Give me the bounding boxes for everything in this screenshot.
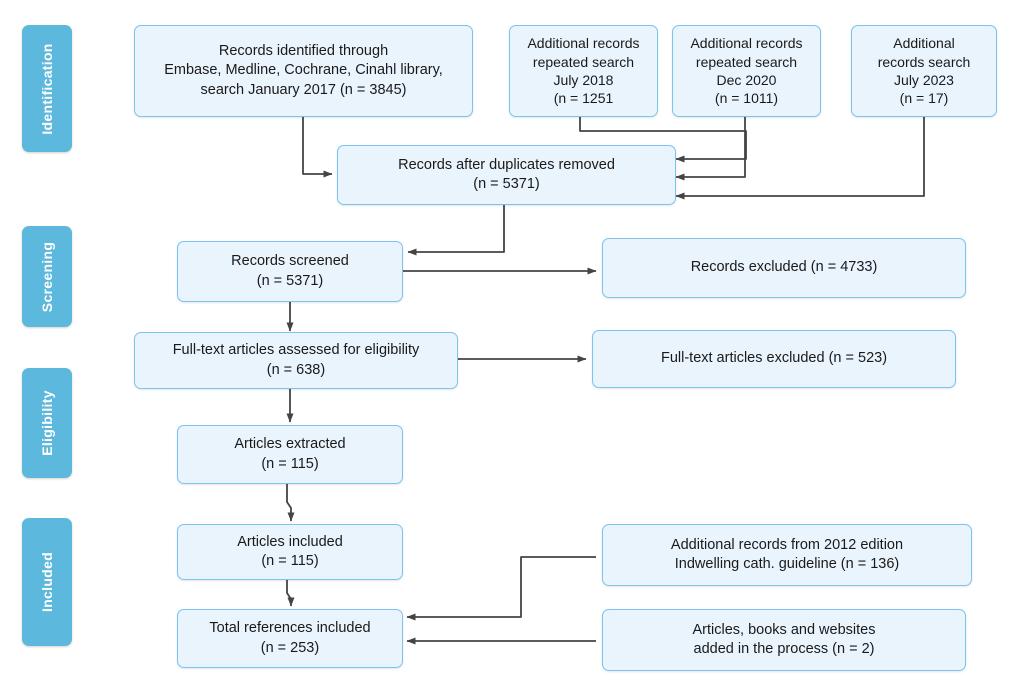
box-records-identified: Records identified through Embase, Medli… [134, 25, 473, 117]
stage-bar-screening: Screening [22, 226, 72, 327]
box-articles-included: Articles included (n = 115) [177, 524, 403, 580]
box-articles-books-websites: Articles, books and websites added in th… [602, 609, 966, 671]
edge-2023-to-duplicates [675, 117, 925, 200]
box-records-excluded-text: Records excluded (n = 4733) [690, 259, 878, 276]
box-additional-records-2023-text: Additional records search July 2023 (n =… [877, 35, 971, 107]
box-fulltext-assessed-text: Full-text articles assessed for eligibil… [172, 342, 420, 378]
box-articles-included-text: Articles included (n = 115) [237, 533, 343, 569]
box-records-screened: Records screened (n = 5371) [177, 241, 403, 302]
box-fulltext-assessed: Full-text articles assessed for eligibil… [134, 332, 458, 389]
stage-bar-eligibility: Eligibility [22, 368, 72, 478]
box-records-screened-text: Records screened (n = 5371) [231, 253, 349, 289]
box-total-references-text: Total references included (n = 253) [209, 620, 371, 656]
box-articles-books-websites-text: Articles, books and websites added in th… [692, 621, 876, 657]
box-additional-records-2020: Additional records repeated search Dec 2… [672, 25, 821, 117]
box-records-excluded: Records excluded (n = 4733) [602, 238, 966, 298]
edge-duplicates-to-screened [407, 205, 505, 256]
box-articles-extracted-text: Articles extracted (n = 115) [234, 436, 346, 472]
edge-extracted-to-included [286, 484, 295, 522]
stage-bar-identification: Identification [22, 25, 72, 152]
box-additional-records-2012-text: Additional records from 2012 edition Ind… [670, 536, 904, 572]
edge-2020-to-duplicates [675, 117, 746, 181]
box-records-identified-text: Records identified through Embase, Medli… [164, 43, 443, 98]
box-articles-extracted: Articles extracted (n = 115) [177, 425, 403, 484]
box-duplicates-removed: Records after duplicates removed (n = 53… [337, 145, 676, 205]
stage-label-identification: Identification [39, 42, 55, 135]
stage-label-screening: Screening [39, 241, 55, 312]
edge-2012-to-total [406, 556, 596, 621]
box-additional-records-2023: Additional records search July 2023 (n =… [851, 25, 997, 117]
edge-identified-to-duplicates [302, 117, 333, 178]
box-total-references: Total references included (n = 253) [177, 609, 403, 668]
box-additional-records-2018: Additional records repeated search July … [509, 25, 658, 117]
stage-label-eligibility: Eligibility [39, 390, 55, 456]
edge-2018-to-duplicates [579, 117, 747, 163]
box-fulltext-excluded-text: Full-text articles excluded (n = 523) [660, 350, 888, 367]
stage-label-included: Included [39, 552, 55, 612]
box-additional-records-2020-text: Additional records repeated search Dec 2… [690, 35, 803, 107]
box-additional-records-2012: Additional records from 2012 edition Ind… [602, 524, 972, 586]
edge-included-to-total [286, 580, 295, 607]
box-duplicates-removed-text: Records after duplicates removed (n = 53… [398, 156, 615, 192]
box-fulltext-excluded: Full-text articles excluded (n = 523) [592, 330, 956, 388]
stage-bar-included: Included [22, 518, 72, 646]
box-additional-records-2018-text: Additional records repeated search July … [527, 35, 640, 107]
